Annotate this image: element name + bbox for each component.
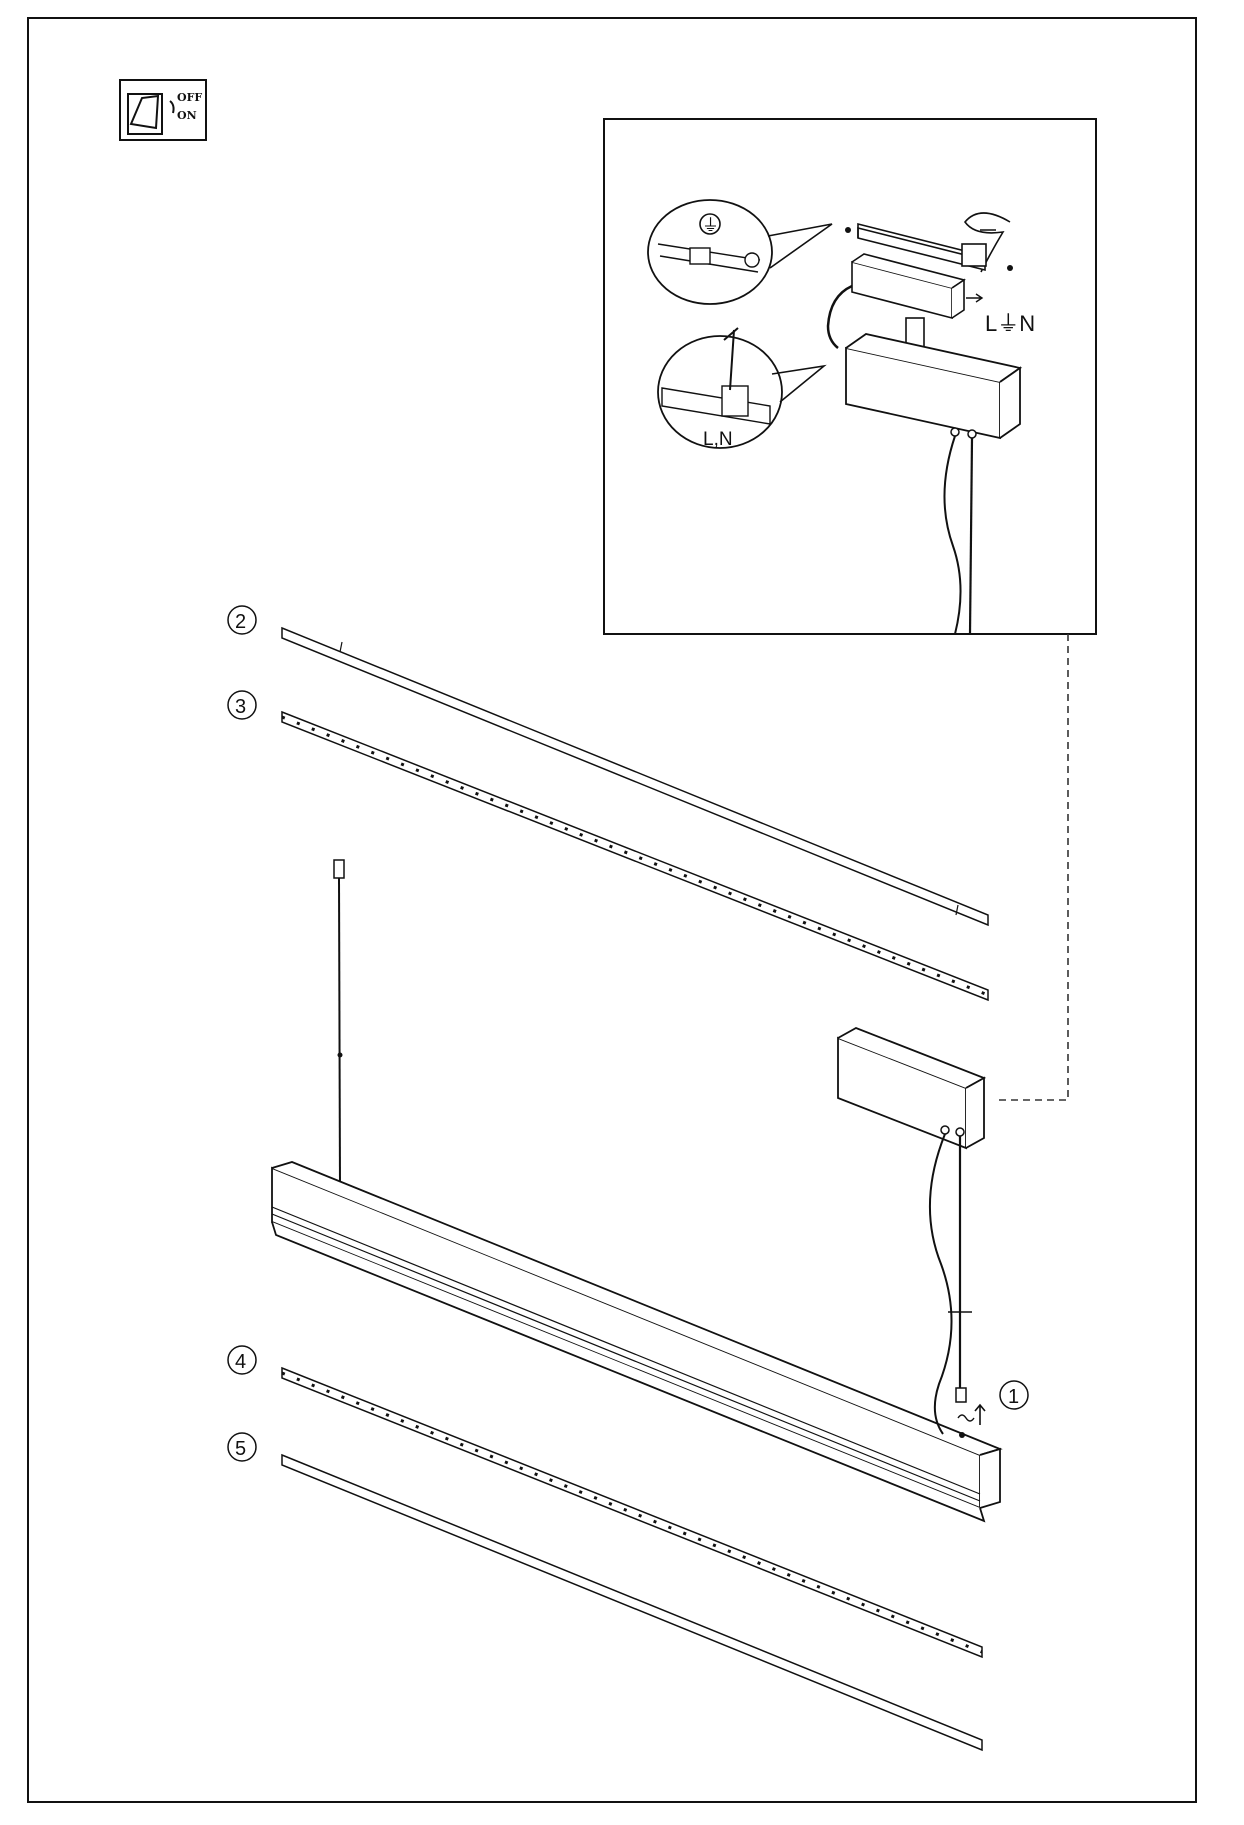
mounting-bracket [857, 222, 987, 272]
arrow-icon [966, 293, 984, 303]
callout-4: 4 [227, 1345, 257, 1375]
callout-5: 5 [227, 1432, 257, 1462]
switch-off-label: OFF [177, 91, 202, 104]
terminal-label: L⏚N [985, 311, 1035, 336]
ceiling-hook [963, 212, 1011, 273]
live-neutral-magnifier: L,N [657, 327, 827, 450]
svg-text:1: 1 [1008, 1386, 1019, 1408]
detail-leader-line [998, 634, 1069, 1101]
svg-text:5: 5 [235, 1438, 246, 1460]
svg-text:4: 4 [235, 1351, 246, 1373]
callout-3: 3 [227, 690, 257, 720]
callout-2: 2 [227, 605, 257, 635]
led-strip-top [281, 710, 989, 1002]
up-arrow-icon [974, 1403, 986, 1425]
luminaire-body [271, 1161, 1003, 1523]
wiring-detail-inset: L⏚N ⏚ L,N [603, 118, 1097, 635]
canopy-box [845, 333, 1023, 440]
switch-on-label: ON [177, 109, 197, 122]
diffuser-strip-top [281, 626, 989, 927]
ground-connection-magnifier: ⏚ [647, 199, 833, 305]
live-neutral-label: L,N [703, 429, 733, 450]
ceiling-canopy [837, 1027, 987, 1150]
svg-text:3: 3 [235, 696, 246, 718]
callout-1: 1 [999, 1380, 1029, 1410]
driver-unit [851, 253, 966, 349]
led-strip-bottom [281, 1366, 983, 1659]
power-cable-main [929, 1133, 953, 1435]
wall-switch-icon: OFF ON [119, 79, 207, 141]
ground-symbol: ⏚ [702, 216, 719, 235]
diffuser-strip-bottom [281, 1453, 983, 1752]
page-border [27, 17, 1197, 1803]
supply-cable [826, 284, 853, 349]
power-cable [943, 435, 962, 635]
svg-text:2: 2 [235, 611, 246, 633]
left-suspension-wire [333, 859, 345, 1191]
suspension-wire [968, 437, 974, 635]
